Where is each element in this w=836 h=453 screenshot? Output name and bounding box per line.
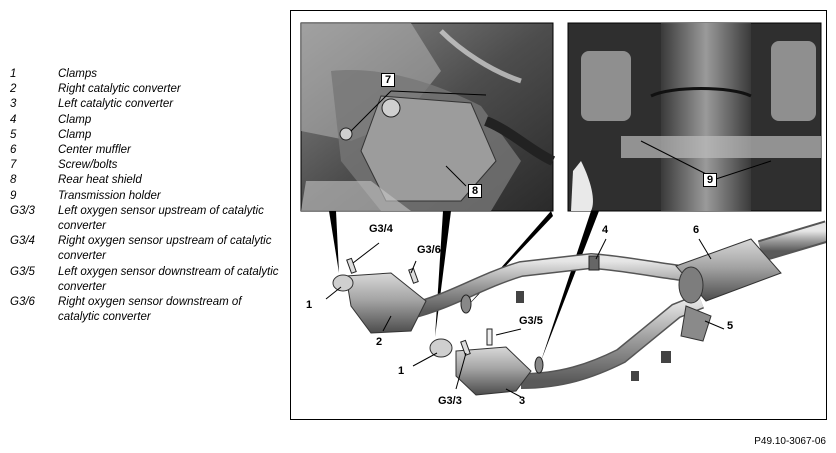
legend-item-text: Left oxygen sensor upstream of catalytic… [58,204,264,233]
legend-item: 8 Rear heat shield [10,173,285,188]
legend-item-key: 4 [10,113,17,126]
legend-item: G3/5 Left oxygen sensor downstream of cat… [10,265,285,295]
callout-2: 2 [376,336,383,348]
callout-inset-7: 7 [381,73,396,87]
legend-item: 1 Clamps [10,67,285,82]
callout-inset-9: 9 [703,173,718,187]
callout-g3-5: G3/5 [519,315,543,327]
legend-item-text: Right oxygen sensor downstream of cataly… [58,296,242,324]
legend-item-text: Screw/bolts [58,159,118,172]
legend-item-text: Clamp [58,113,92,126]
legend-item-text: Left oxygen sensor downstream of catalyt… [58,265,279,293]
legend-item-text: Center muffler [58,144,131,157]
callout-3: 3 [519,395,526,407]
callout-inset-8: 8 [468,184,483,198]
callout-g3-4: G3/4 [369,223,393,235]
legend-item-text: Rear heat shield [58,174,142,187]
legend-item-key: G3/4 [10,235,35,248]
figure-reference: P49.10-3067-06 [754,436,826,447]
inset-photo-transmission-holder [567,22,822,212]
pointer-wedge [541,211,599,361]
callout-6: 6 [693,224,700,236]
legend-item-key: 8 [10,174,17,187]
legend-item: 7 Screw/bolts [10,158,285,173]
legend-item-text: Transmission holder [58,189,161,202]
legend-item: 3 Left catalytic converter [10,97,285,112]
legend-item-key: 5 [10,128,17,141]
legend-item: G3/4 Right oxygen sensor upstream of cata… [10,234,285,264]
legend-item: 6 Center muffler [10,143,285,158]
exhaust-system [332,220,826,396]
legend-item: 2 Right catalytic converter [10,82,285,97]
legend-item-text: Clamp [58,128,92,141]
legend-item-key: G3/5 [10,265,35,278]
callout-1-top: 1 [306,299,313,311]
callout-5: 5 [727,320,734,332]
inset-photo-heat-shield [300,22,556,212]
legend-item-key: G3/6 [10,296,35,309]
legend-item-key: 6 [10,144,17,157]
legend-item-key: 7 [10,159,17,172]
legend-item-key: 1 [10,68,17,80]
legend-item-key: 3 [10,98,17,111]
callout-g3-3: G3/3 [438,395,462,407]
legend-item: 5 Clamp [10,128,285,143]
callout-g3-6: G3/6 [417,244,441,256]
legend-item: G3/6 Right oxygen sensor downstream of ca… [10,295,285,325]
pointer-wedge [435,211,451,337]
legend-item-key: G3/3 [10,204,35,217]
legend-item: G3/3 Left oxygen sensor upstream of catal… [10,204,285,234]
callout-1-bottom: 1 [398,365,405,377]
legend-item-key: 9 [10,189,17,202]
legend-item-text: Right catalytic converter [58,83,181,96]
exhaust-illustration [300,22,826,398]
pointer-wedge [329,211,339,273]
callout-4: 4 [602,224,609,236]
legend-item-text: Right oxygen sensor upstream of catalyti… [58,235,272,263]
leader-lines [325,238,725,398]
legend-item-key: 2 [10,83,17,96]
legend-item-text: Clamps [58,68,97,80]
legend-item: 4 Clamp [10,113,285,128]
legend-list: 1 Clamps 2 Right catalytic converter 3 Left c… [10,67,285,325]
exhaust-diagram: 7 8 9 G3/4 G3/6 4 6 1 2 G3/5 5 1 G3/3 3 [290,10,827,420]
legend-item-text: Left catalytic converter [58,98,174,111]
legend-item: 9 Transmission holder [10,189,285,204]
